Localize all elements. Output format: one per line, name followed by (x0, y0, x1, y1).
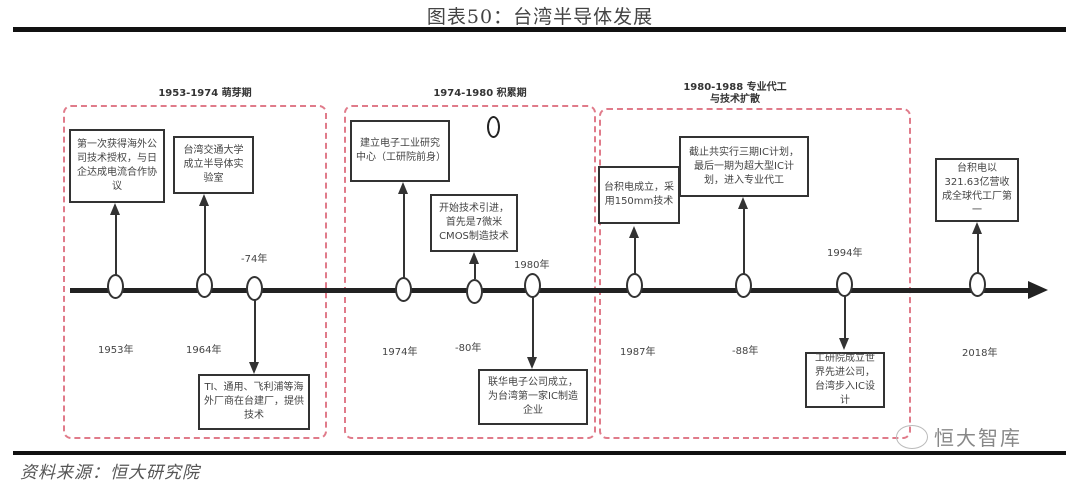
period-box-3 (599, 108, 911, 439)
node-74[interactable] (246, 276, 263, 301)
source-note: 资料来源：恒大研究院 (20, 463, 200, 483)
connector-1953 (115, 214, 117, 276)
connector-1980 (532, 297, 534, 359)
stray-ellipse-mark (487, 116, 500, 138)
connector-2018 (977, 233, 979, 274)
arrow-down-icon (839, 338, 849, 350)
node-1964[interactable] (196, 273, 213, 298)
event-box-1994: 工研院成立世界先进公司，台湾步入IC设计 (805, 352, 885, 408)
period-box-1 (63, 105, 327, 439)
connector-1994 (844, 296, 846, 340)
year-label-1980: 1980年 (514, 260, 550, 271)
figure-title: 图表50：台湾半导体发展 (426, 6, 654, 28)
arrow-up-icon (738, 197, 748, 209)
watermark-text: 恒大智库 (934, 426, 1022, 450)
arrow-down-icon (527, 357, 537, 369)
connector-80 (474, 263, 476, 279)
period-label-2: 1974-1980 积累期 (433, 88, 527, 99)
year-label-88: -88年 (732, 346, 759, 357)
wechat-icon (896, 424, 928, 449)
node-88[interactable] (735, 273, 752, 298)
event-box-88: 截止共实行三期IC计划，最后一期为超大型IC计划，进入专业代工 (679, 136, 809, 197)
arrow-up-icon (972, 222, 982, 234)
event-box-80: 开始技术引进，首先是7微米CMOS制造技术 (430, 194, 518, 252)
year-label-80: -80年 (455, 343, 482, 354)
event-box-1980: 联华电子公司成立，为台湾第一家IC制造企业 (478, 369, 588, 425)
node-1987[interactable] (626, 273, 643, 298)
arrow-up-icon (398, 182, 408, 194)
year-label-1974: 1974年 (382, 347, 418, 358)
top-rule (13, 27, 1066, 32)
year-label-1994: 1994年 (827, 248, 863, 259)
arrow-down-icon (249, 362, 259, 374)
event-box-1964: 台湾交通大学成立半导体实验室 (173, 136, 254, 194)
connector-88 (743, 208, 745, 275)
period-label-3: 1980-1988 专业代工与技术扩散 (683, 82, 787, 105)
year-label-1953: 1953年 (98, 345, 134, 356)
node-1974[interactable] (395, 277, 412, 302)
year-label-74: -74年 (241, 254, 268, 265)
arrow-up-icon (110, 203, 120, 215)
event-box-1987: 台积电成立，采用150mm技术 (598, 166, 680, 224)
period-label-1: 1953-1974 萌芽期 (158, 88, 252, 99)
event-box-74: TI、通用、飞利浦等海外厂商在台建厂，提供技术 (198, 374, 310, 430)
connector-74 (254, 299, 256, 364)
connector-1987 (634, 237, 636, 275)
event-box-1953: 第一次获得海外公司技术授权，与日企达成电流合作协议 (69, 129, 165, 203)
year-label-1987: 1987年 (620, 347, 656, 358)
bottom-rule (13, 451, 1066, 455)
watermark: 恒大智库 (896, 422, 1022, 451)
node-1994[interactable] (836, 272, 853, 297)
year-label-2018: 2018年 (962, 348, 998, 359)
connector-1964 (204, 205, 206, 275)
node-1980[interactable] (524, 273, 541, 298)
arrow-up-icon (629, 226, 639, 238)
year-label-1964: 1964年 (186, 345, 222, 356)
period-box-2 (344, 105, 596, 439)
arrow-up-icon (199, 194, 209, 206)
event-box-2018: 台积电以321.63亿营收成全球代工厂第一 (935, 158, 1019, 222)
timeline-axis (70, 288, 1030, 293)
node-80[interactable] (466, 279, 483, 304)
event-box-1974: 建立电子工业研究中心（工研院前身） (350, 120, 450, 182)
timeline-arrow-head (1028, 281, 1048, 299)
arrow-up-icon (469, 252, 479, 264)
connector-1974 (403, 193, 405, 279)
node-1953[interactable] (107, 274, 124, 299)
node-2018[interactable] (969, 272, 986, 297)
